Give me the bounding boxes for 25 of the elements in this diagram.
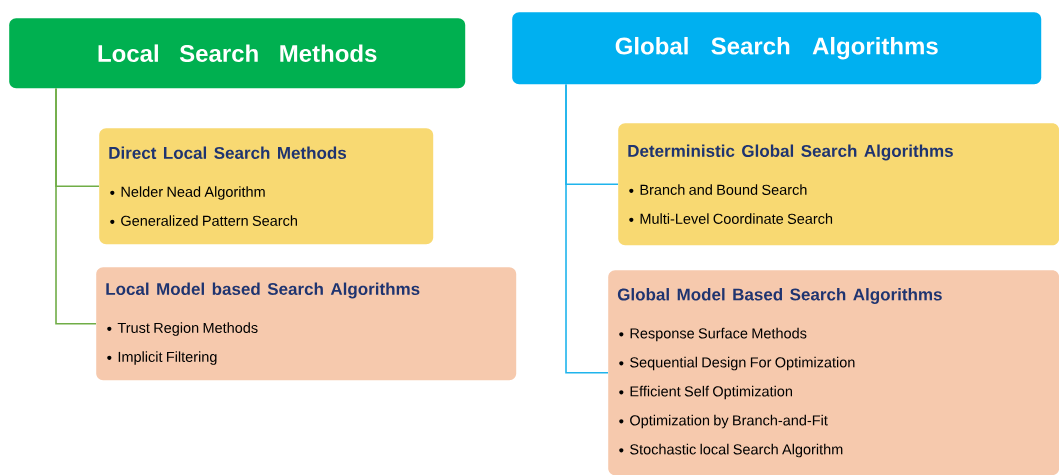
bullet-item: Nelder Nead Algorithm (121, 186, 265, 200)
bullet-item: Trust Region Methods (117, 322, 258, 336)
title-text: Global Search Algorithms (615, 36, 938, 60)
box-heading: Direct Local Search Methods (109, 146, 347, 159)
bullet-item: Implicit Filtering (118, 351, 217, 365)
bullet-item: Branch and Bound Search (640, 184, 807, 195)
bullet-item: Efficient Self Optimization (630, 385, 792, 400)
bullet-item: Sequential Design For Optimization (630, 356, 855, 371)
bullet-item: Stochastic local Search Algorithm (630, 443, 843, 458)
method-group-box (608, 270, 1059, 475)
connector-line (565, 83, 609, 374)
connector-line (55, 87, 97, 325)
title-text: Local Search Methods (98, 44, 377, 62)
bullet-item: Multi-Level Coordinate Search (640, 213, 833, 224)
method-group-box (618, 123, 1059, 246)
bullet-item: Generalized Pattern Search (121, 215, 297, 226)
bullet-item: Response Surface Methods (630, 327, 807, 342)
method-group-box (99, 128, 434, 245)
category-header-box (512, 12, 1042, 85)
bullet-item: Optimization by Branch-and-Fit (630, 414, 828, 429)
category-header-box (9, 18, 466, 89)
box-heading: Local Model based Search Algorithms (106, 282, 420, 299)
method-group-box (96, 267, 517, 381)
box-heading: Deterministic Global Search Algorithms (628, 144, 953, 161)
box-heading: Global Model Based Search Algorithms (617, 288, 942, 304)
